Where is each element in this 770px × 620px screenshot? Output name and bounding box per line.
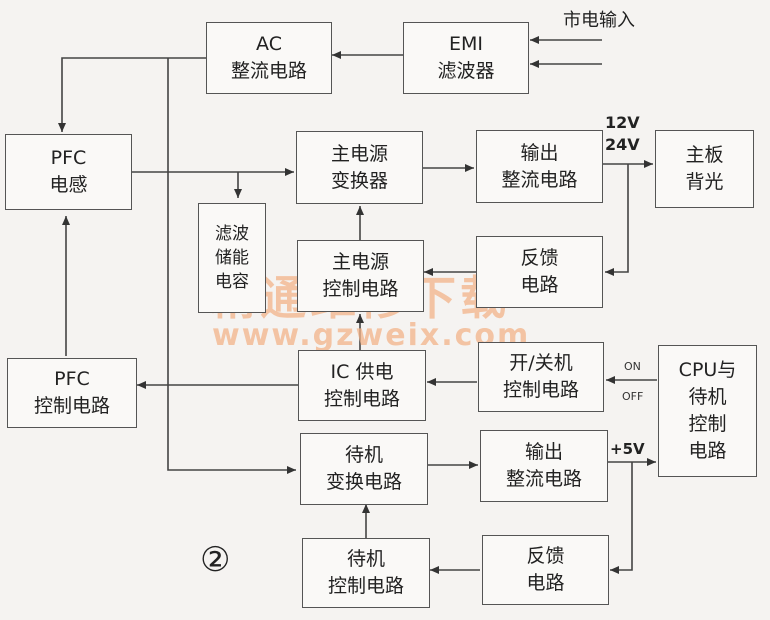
block-ic-supply-control: IC 供电控制电路 — [298, 350, 426, 421]
off-label: OFF — [622, 390, 644, 403]
on-label: ON — [624, 360, 641, 373]
watermark-url: www.gzweix.com — [212, 318, 531, 353]
block-feedback-standby: 反馈电路 — [482, 535, 609, 605]
block-output-rectifier-main: 输出整流电路 — [476, 130, 603, 203]
block-main-converter: 主电源变换器 — [296, 131, 423, 204]
block-standby-control: 待机控制电路 — [302, 538, 430, 608]
block-feedback-main: 反馈电路 — [476, 236, 603, 308]
block-output-rectifier-standby: 输出整流电路 — [480, 430, 608, 502]
figure-number: ② — [200, 540, 231, 580]
block-onoff-control: 开/关机控制电路 — [478, 342, 604, 412]
mains-input-label: 市电输入 — [563, 10, 635, 31]
block-cpu-standby-control: CPU与待机 控制电路 — [658, 345, 757, 477]
block-standby-converter: 待机变换电路 — [300, 433, 428, 505]
block-main-control: 主电源控制电路 — [297, 240, 424, 312]
block-filter-capacitor: 滤波储能电容 — [198, 203, 266, 313]
voltage-12v-label: 12V — [605, 113, 640, 132]
block-mainboard-backlight: 主板背光 — [655, 130, 754, 208]
voltage-24v-label: 24V — [605, 135, 640, 154]
voltage-5v-label: +5V — [610, 440, 645, 458]
